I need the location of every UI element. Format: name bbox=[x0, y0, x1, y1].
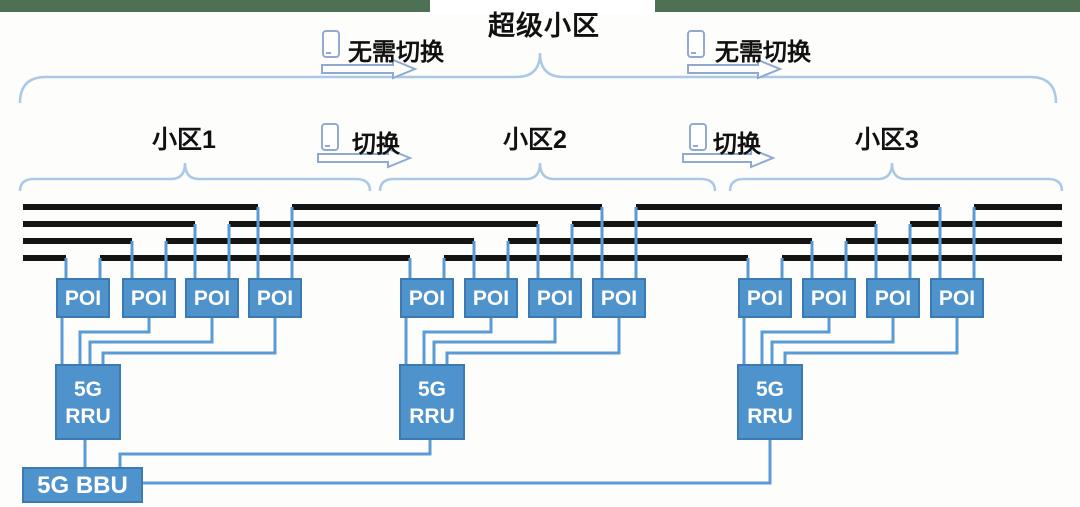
poi-box: POI bbox=[802, 278, 856, 318]
poi-cable-risers bbox=[64, 207, 976, 282]
handover-arrow-icons bbox=[317, 58, 783, 169]
handover-arrow-right-icon bbox=[682, 147, 776, 169]
phone-icon bbox=[687, 30, 705, 58]
poi-rru-links bbox=[60, 316, 959, 364]
no-handover-arrow-right-icon bbox=[687, 58, 783, 80]
handover-label-left: 切换 bbox=[352, 131, 400, 158]
no-handover-label-left: 无需切换 bbox=[348, 39, 444, 66]
poi-box: POI bbox=[122, 278, 176, 318]
leaky-cable-rows bbox=[23, 204, 1062, 261]
poi-box: POI bbox=[528, 278, 582, 318]
rru-label-line1: 5G bbox=[755, 378, 784, 401]
title-background bbox=[430, 0, 655, 14]
cell-label-3: 小区3 bbox=[855, 126, 919, 154]
handover-arrow-left-icon bbox=[317, 147, 413, 169]
rru-box: 5G RRU bbox=[55, 364, 121, 440]
cell-braces bbox=[18, 162, 1064, 192]
phone-icon bbox=[321, 123, 339, 151]
cell-label-2: 小区2 bbox=[503, 126, 567, 154]
rru-label-line2: RRU bbox=[409, 405, 455, 428]
no-handover-label-right: 无需切换 bbox=[715, 39, 811, 66]
page-title: 超级小区 bbox=[488, 11, 600, 41]
cell-label-1: 小区1 bbox=[152, 126, 216, 154]
rru-label-line2: RRU bbox=[747, 405, 793, 428]
poi-box: POI bbox=[464, 278, 518, 318]
supercell-brace bbox=[18, 52, 1058, 104]
rru-box: 5G RRU bbox=[399, 364, 465, 440]
rru-label-line1: 5G bbox=[417, 378, 446, 401]
handover-label-right: 切换 bbox=[713, 131, 761, 158]
poi-box: POI bbox=[400, 278, 454, 318]
rru-label-line1: 5G bbox=[73, 378, 102, 401]
bbu-box: 5G BBU bbox=[22, 467, 143, 503]
poi-box: POI bbox=[185, 278, 239, 318]
poi-box: POI bbox=[248, 278, 302, 318]
phone-icon bbox=[322, 30, 340, 58]
no-handover-arrow-left-icon bbox=[321, 58, 418, 80]
rru-box: 5G RRU bbox=[737, 364, 803, 440]
rru-label-line2: RRU bbox=[65, 405, 111, 428]
poi-box: POI bbox=[56, 278, 110, 318]
poi-box: POI bbox=[738, 278, 792, 318]
poi-box: POI bbox=[866, 278, 920, 318]
rru-bbu-links bbox=[83, 440, 772, 485]
phone-icon bbox=[689, 123, 707, 151]
poi-box: POI bbox=[930, 278, 984, 318]
poi-box: POI bbox=[592, 278, 646, 318]
